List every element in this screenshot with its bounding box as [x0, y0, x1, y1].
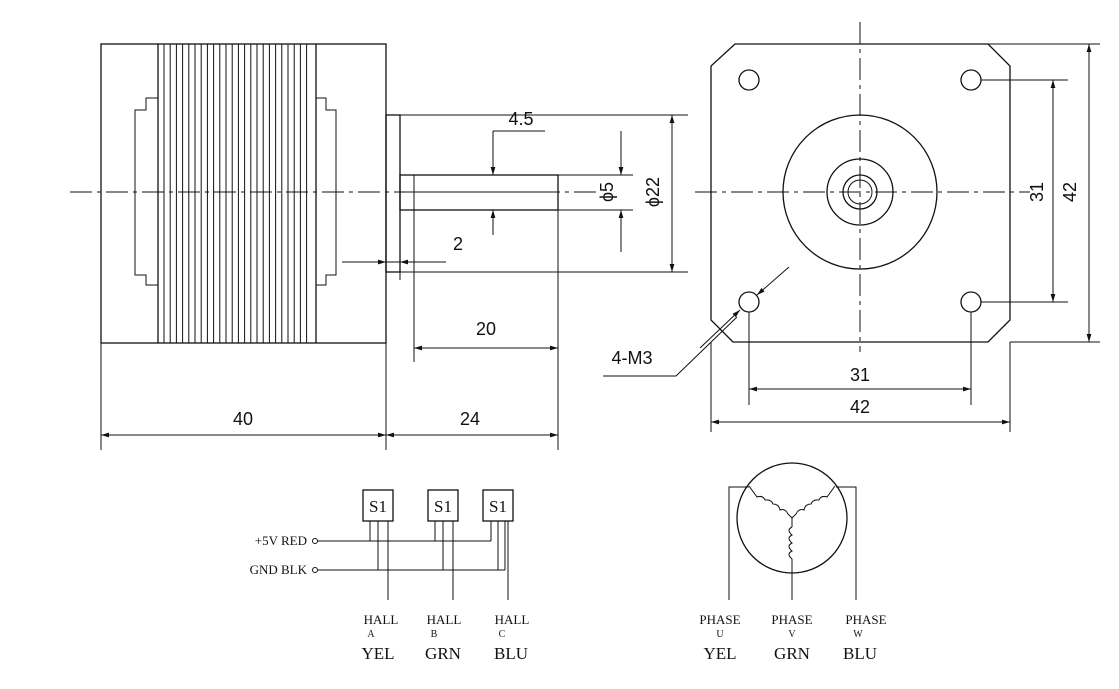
power-label: +5V RED: [255, 533, 307, 548]
coil-v: [788, 526, 793, 573]
mount-hole-bl: [738, 291, 760, 313]
svg-text:HALL: HALL: [364, 612, 399, 627]
svg-text:PHASE: PHASE: [845, 612, 886, 627]
svg-text:HALL: HALL: [427, 612, 462, 627]
dim-boss-thickness: 2: [453, 234, 463, 254]
front-view: 31 42 31 42 4-M3: [603, 22, 1100, 432]
dim-flange-width-h: 42: [850, 397, 870, 417]
motor-body: [100, 43, 387, 344]
dim-flat-length: 20: [476, 319, 496, 339]
phase-wiring-diagram: PHASE U YEL PHASE V GRN PHASE W BLU: [699, 462, 887, 663]
hall-a-color: YEL: [361, 644, 394, 663]
bearing-circle: [826, 158, 894, 226]
mount-holes-callout: 4-M3: [611, 348, 652, 368]
dim-flat-depth: 4.5: [508, 109, 533, 129]
svg-text:PHASE: PHASE: [771, 612, 812, 627]
svg-text:S1: S1: [434, 497, 452, 516]
phase-w-color: BLU: [843, 644, 877, 663]
side-view: 40 24 20 2 4.5 ϕ5 ϕ22: [70, 43, 688, 450]
coil-w: [791, 485, 836, 519]
phase-v-color: GRN: [774, 644, 810, 663]
svg-text:B: B: [431, 629, 438, 640]
dim-shaft-length: 24: [460, 409, 480, 429]
ground-label: GND BLK: [250, 562, 308, 577]
svg-text:W: W: [853, 629, 863, 640]
mount-hole-tl: [738, 69, 760, 91]
shaft-circle: [842, 174, 878, 210]
svg-text:A: A: [367, 629, 375, 640]
phase-u-color: YEL: [703, 644, 736, 663]
svg-text:S1: S1: [369, 497, 387, 516]
coil-u: [748, 485, 793, 519]
hall-b-color: GRN: [425, 644, 461, 663]
dim-shaft-diameter: ϕ5: [597, 182, 617, 202]
dim-flange-width-v: 42: [1060, 182, 1080, 202]
cooling-fins: [163, 44, 308, 343]
hall-wiring-diagram: S1 S1 S1 +5V RED GND BLK HALL A YEL HALL…: [250, 489, 530, 663]
hall-c-color: BLU: [494, 644, 528, 663]
dim-hole-spacing-h: 31: [850, 365, 870, 385]
mount-hole-br: [960, 291, 982, 313]
svg-text:S1: S1: [489, 497, 507, 516]
svg-text:U: U: [716, 629, 724, 640]
flange-outline: [710, 43, 1011, 343]
dim-hole-spacing-v: 31: [1027, 182, 1047, 202]
pilot-circle: [782, 114, 938, 270]
dim-boss-diameter: ϕ22: [643, 177, 663, 207]
pilot-boss: [385, 114, 401, 273]
svg-text:HALL: HALL: [495, 612, 530, 627]
svg-text:V: V: [788, 629, 796, 640]
svg-text:C: C: [499, 629, 506, 640]
dim-body-length: 40: [233, 409, 253, 429]
mount-hole-tr: [960, 69, 982, 91]
svg-text:PHASE: PHASE: [699, 612, 740, 627]
